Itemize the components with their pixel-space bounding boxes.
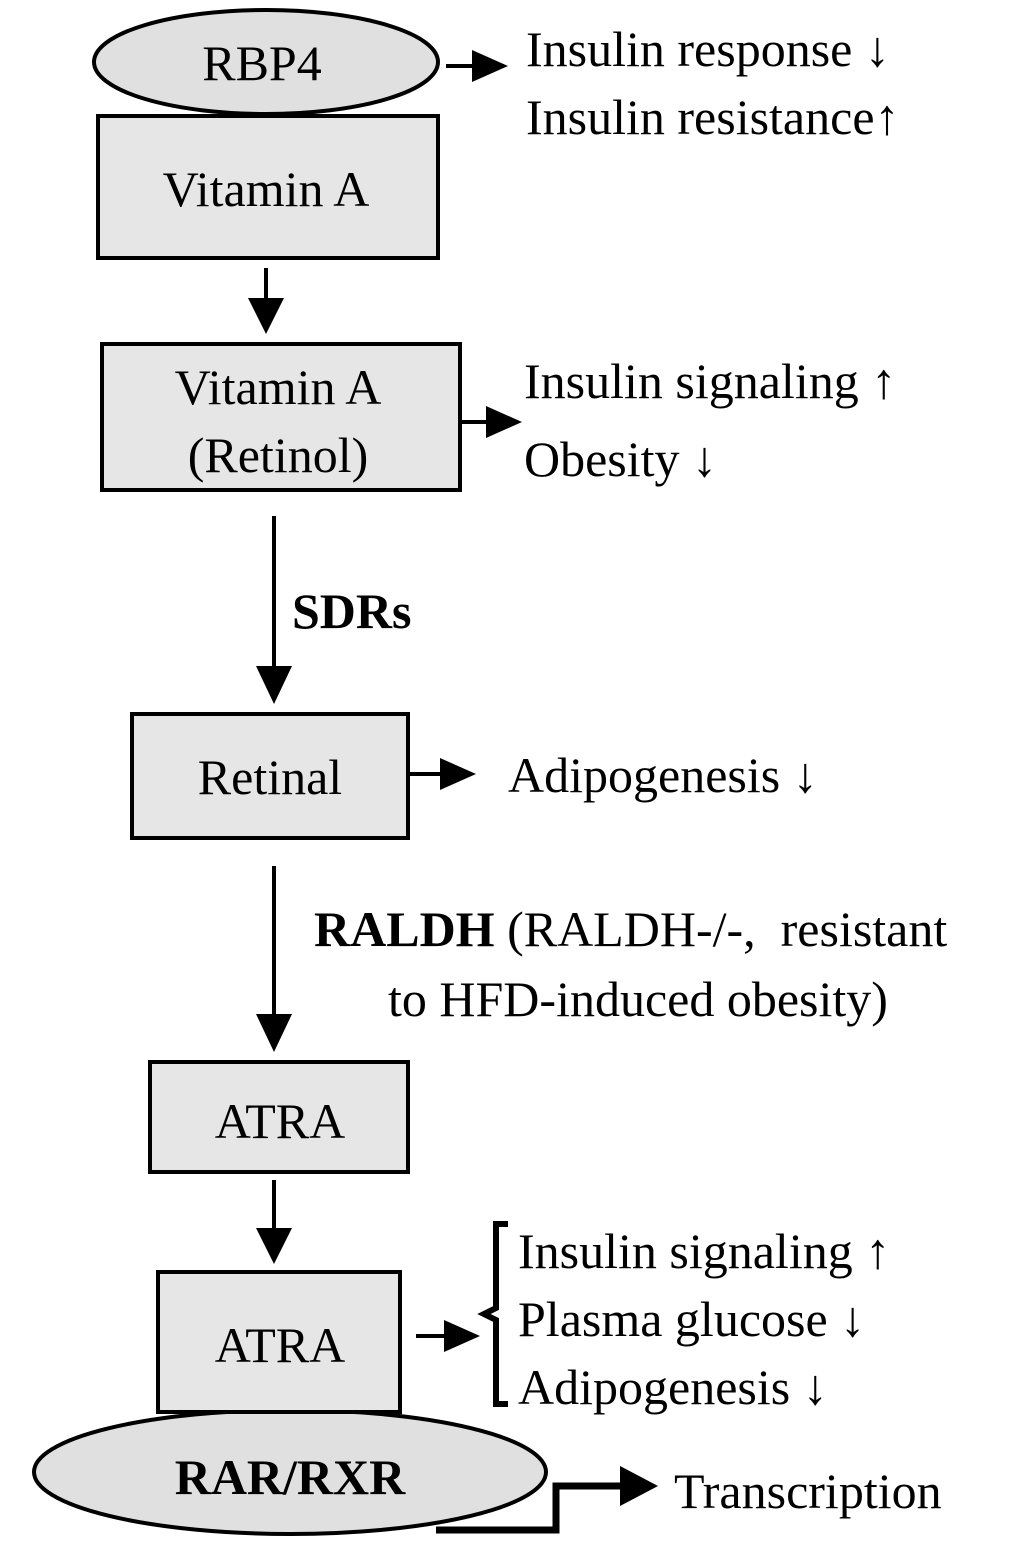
transcription-label: Transcription bbox=[674, 1463, 942, 1519]
transcription-arrow bbox=[436, 1482, 630, 1534]
raldh-note-2: to HFD-induced obesity) bbox=[388, 971, 888, 1027]
atra-label-1: ATRA bbox=[215, 1093, 346, 1149]
retinol-label-line2: (Retinol) bbox=[188, 427, 369, 483]
arrow-icon bbox=[444, 1320, 480, 1352]
atra-effect-1: Insulin signaling ↑ bbox=[518, 1223, 890, 1279]
retinal-effect-1: Adipogenesis ↓ bbox=[508, 747, 818, 803]
atra-effect-2: Plasma glucose ↓ bbox=[518, 1291, 865, 1347]
retinal-box bbox=[130, 712, 410, 840]
atra-label-2: ATRA bbox=[215, 1317, 346, 1373]
arrow-icon bbox=[248, 298, 284, 334]
rar-rxr-label: RAR/RXR bbox=[175, 1449, 406, 1505]
arrow-icon bbox=[256, 666, 292, 704]
raldh-enzyme-label: RALDH (RALDH-/-, resistant bbox=[314, 901, 947, 957]
vitamin-a-label: Vitamin A bbox=[163, 161, 370, 217]
rbp4-effect-1: Insulin response ↓ bbox=[526, 21, 890, 77]
sdrs-enzyme-label: SDRs bbox=[292, 583, 411, 639]
raldh-note-1: (RALDH-/-, resistant bbox=[495, 901, 948, 957]
retinol-effect-2: Obesity ↓ bbox=[524, 431, 717, 487]
retinol-effect-1: Insulin signaling ↑ bbox=[524, 353, 896, 409]
arrow-icon bbox=[440, 758, 476, 790]
arrow-icon bbox=[256, 1014, 292, 1052]
retinol-label-line1: Vitamin A bbox=[175, 359, 382, 415]
arrow-icon bbox=[486, 406, 522, 438]
vitamin-a-box bbox=[96, 114, 440, 260]
atra-effect-3: Adipogenesis ↓ bbox=[518, 1359, 828, 1415]
retinol-box bbox=[100, 342, 462, 492]
retinal-label: Retinal bbox=[198, 749, 342, 805]
arrow-icon bbox=[472, 50, 508, 82]
arrow-icon bbox=[620, 1466, 658, 1506]
rbp4-label: RBP4 bbox=[202, 35, 322, 91]
atra-box-2 bbox=[156, 1270, 402, 1414]
rbp4-effect-2: Insulin resistance↑ bbox=[526, 89, 900, 145]
left-brace-icon bbox=[477, 1221, 508, 1407]
raldh-name: RALDH bbox=[314, 901, 495, 957]
atra-box-1 bbox=[148, 1060, 410, 1174]
arrow-icon bbox=[256, 1228, 292, 1264]
